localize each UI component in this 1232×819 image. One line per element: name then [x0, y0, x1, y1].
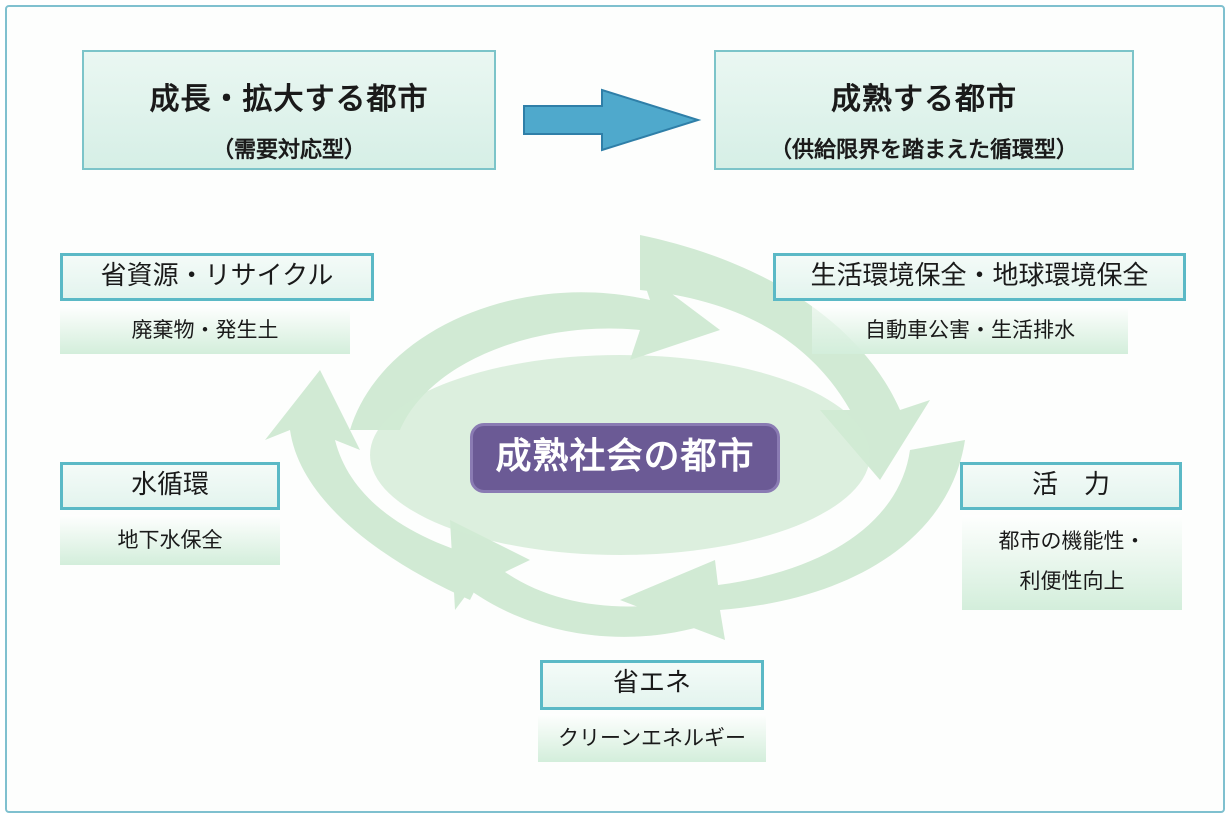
mature-city-box: 成熟する都市 （供給限界を踏まえた循環型） — [714, 50, 1134, 170]
environment-protection-sub: 自動車公害・生活排水 — [812, 306, 1128, 354]
growth-city-title: 成長・拡大する都市 — [149, 82, 429, 117]
right-arrow-icon — [523, 88, 702, 152]
environment-protection-title: 生活環境保全・地球環境保全 — [810, 261, 1149, 291]
water-cycle-title: 水循環 — [130, 470, 209, 500]
resource-recycle-label: 省資源・リサイクル — [60, 253, 374, 301]
center-title: 成熟社会の都市 — [495, 436, 755, 477]
mature-city-title: 成熟する都市 — [831, 82, 1017, 117]
vitality-sub-line2: 利便性向上 — [1019, 569, 1125, 593]
mature-society-city-center: 成熟社会の都市 — [470, 423, 780, 493]
growth-city-subtitle: （需要対応型） — [211, 138, 366, 163]
vitality-label: 活 力 — [960, 462, 1182, 510]
energy-saving-sub: クリーンエネルギー — [538, 714, 766, 762]
swirl-arrow-top — [350, 270, 720, 430]
swirl-arrow-bottom-right — [620, 440, 965, 640]
water-cycle-sub: 地下水保全 — [60, 515, 280, 565]
swirl-arrow-left — [265, 370, 490, 600]
mature-city-subtitle: （供給限界を踏まえた循環型） — [769, 138, 1078, 163]
water-cycle-label: 水循環 — [60, 462, 280, 510]
energy-saving-title: 省エネ — [612, 668, 691, 698]
resource-recycle-sub: 廃棄物・発生土 — [60, 306, 350, 354]
energy-saving-label: 省エネ — [540, 660, 764, 710]
swirl-arrow-right — [640, 235, 930, 480]
swirl-arrow-bottom — [450, 520, 720, 637]
vitality-title: 活 力 — [1031, 470, 1110, 500]
environment-protection-label: 生活環境保全・地球環境保全 — [773, 253, 1186, 301]
vitality-sub-line1: 都市の機能性・ — [998, 529, 1146, 553]
resource-recycle-title: 省資源・リサイクル — [100, 261, 334, 291]
growth-city-box: 成長・拡大する都市 （需要対応型） — [82, 50, 496, 170]
vitality-sub: 都市の機能性・ 利便性向上 — [962, 515, 1182, 610]
